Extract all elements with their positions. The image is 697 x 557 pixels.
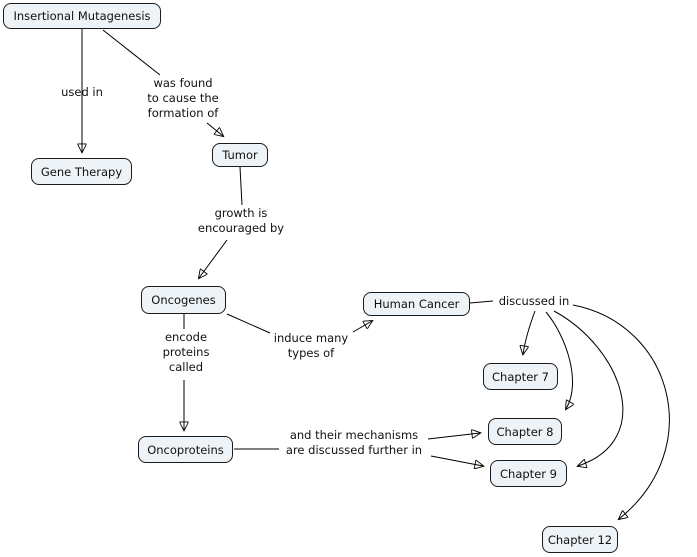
link-label-line: called bbox=[168, 360, 204, 374]
node-gene-therapy[interactable]: Gene Therapy bbox=[31, 158, 132, 185]
node-chapter-7[interactable]: Chapter 7 bbox=[483, 363, 558, 390]
node-label: Chapter 8 bbox=[496, 424, 554, 439]
link-label-line: induce many bbox=[273, 331, 349, 345]
link-label-growth-encouraged[interactable]: growth is encouraged by bbox=[191, 206, 291, 236]
node-label: Insertional Mutagenesis bbox=[13, 9, 151, 23]
node-chapter-8[interactable]: Chapter 8 bbox=[488, 418, 562, 445]
link-label-was-found-to-cause[interactable]: was found to cause the formation of bbox=[133, 76, 233, 121]
link-label-encode-proteins[interactable]: encode proteins called bbox=[136, 330, 236, 375]
link-label-discussed-in[interactable]: discussed in bbox=[493, 294, 575, 309]
node-insertional-mutagenesis[interactable]: Insertional Mutagenesis bbox=[3, 3, 161, 29]
connector-mechanisms-to-chapter-8 bbox=[427, 433, 480, 440]
link-label-induce-many-types[interactable]: induce many types of bbox=[261, 331, 361, 361]
node-human-cancer[interactable]: Human Cancer bbox=[363, 292, 470, 316]
link-label-line: growth is bbox=[214, 206, 268, 220]
node-tumor[interactable]: Tumor bbox=[212, 143, 268, 167]
connector-oncogenes-to-induce-label bbox=[226, 313, 271, 334]
link-label-line: encode bbox=[164, 330, 208, 344]
connector-tumor-to-growth-label bbox=[239, 166, 243, 206]
connector-induce-label-to-human-cancer bbox=[352, 321, 372, 333]
connector-insertional-to-was-found-label bbox=[102, 29, 161, 76]
link-label-line: to cause the bbox=[147, 91, 219, 105]
link-label-line: types of bbox=[287, 346, 335, 360]
node-oncoproteins[interactable]: Oncoproteins bbox=[138, 436, 233, 463]
node-label: Chapter 9 bbox=[500, 466, 557, 481]
link-label-mechanisms-discussed[interactable]: and their mechanisms are discussed furth… bbox=[281, 428, 427, 458]
node-label: Chapter 7 bbox=[492, 369, 549, 384]
connector-discussed-to-chapter-12 bbox=[572, 304, 670, 519]
link-label-line: formation of bbox=[147, 106, 219, 120]
link-label-line: are discussed further in bbox=[285, 443, 423, 457]
connector-mechanisms-to-chapter-9 bbox=[430, 455, 483, 466]
connector-discussed-to-chapter-7 bbox=[523, 310, 536, 354]
connector-discussed-to-chapter-9 bbox=[553, 310, 624, 466]
connector-human-cancer-to-discussed-label bbox=[469, 300, 494, 304]
node-label: Chapter 12 bbox=[547, 532, 613, 547]
node-label: Gene Therapy bbox=[40, 164, 123, 179]
node-label: Human Cancer bbox=[373, 297, 460, 311]
node-label: Oncoproteins bbox=[147, 442, 224, 457]
node-oncogenes[interactable]: Oncogenes bbox=[141, 286, 226, 314]
link-label-line: used in bbox=[61, 85, 103, 99]
link-label-line: encouraged by bbox=[197, 221, 285, 235]
link-label-used-in[interactable]: used in bbox=[42, 85, 122, 100]
node-chapter-9[interactable]: Chapter 9 bbox=[490, 460, 567, 487]
connector-was-found-label-to-tumor bbox=[206, 122, 223, 136]
node-label: Oncogenes bbox=[151, 293, 216, 307]
connector-growth-label-to-oncogenes bbox=[199, 239, 228, 278]
node-label: Tumor bbox=[222, 148, 258, 162]
link-label-line: was found bbox=[153, 76, 213, 90]
link-label-line: proteins bbox=[162, 345, 210, 359]
node-chapter-12[interactable]: Chapter 12 bbox=[542, 526, 618, 553]
link-label-line: and their mechanisms bbox=[289, 428, 419, 442]
connector-discussed-to-chapter-8 bbox=[545, 311, 573, 409]
link-label-line: discussed in bbox=[498, 294, 570, 308]
